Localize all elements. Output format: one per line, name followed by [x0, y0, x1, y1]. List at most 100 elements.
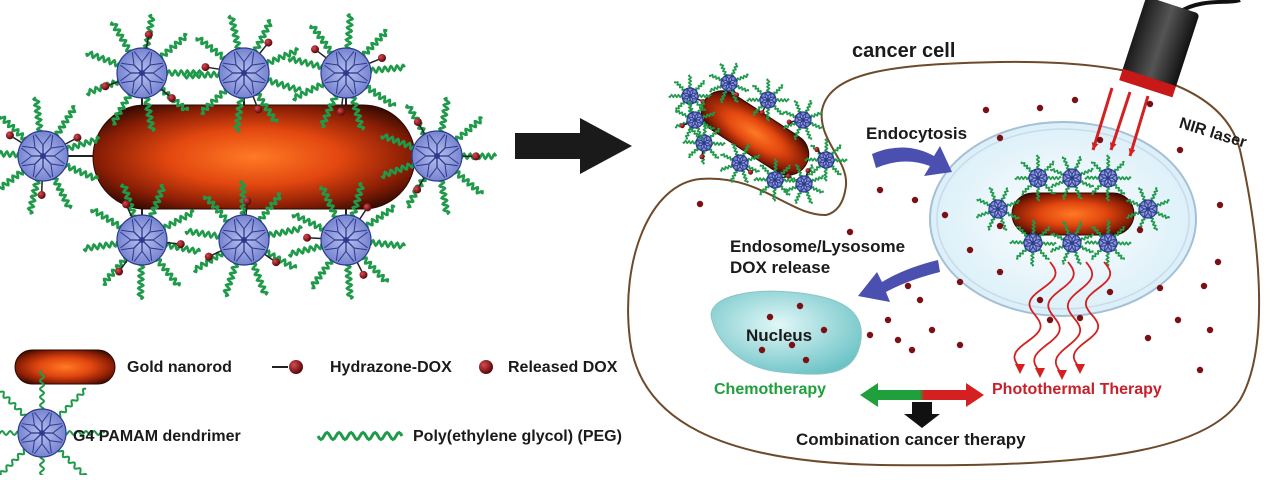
peg-chain: [747, 99, 761, 102]
dox-molecule: [472, 152, 480, 160]
pamam-dendrimer: [683, 122, 725, 164]
released-dox-dot: [1175, 317, 1181, 323]
dendrimer-branch: [1030, 175, 1035, 176]
dendrimer-core: [803, 183, 805, 185]
photothermal-label: Photothermal Therapy: [992, 381, 1162, 399]
dendrimer-branch: [1111, 181, 1116, 182]
released-dox-dot: [957, 342, 963, 348]
dendrimer-branch: [1001, 212, 1002, 217]
peg-chain: [57, 448, 86, 475]
dendrimer-core: [40, 153, 46, 159]
dendrimer-branch: [1025, 246, 1030, 247]
peg-chain: [824, 167, 827, 181]
peg-chain: [736, 86, 749, 92]
dendrimer-branch: [707, 146, 711, 147]
peg-chain: [318, 433, 402, 440]
dox-molecule: [748, 170, 753, 175]
peg-chain: [162, 211, 194, 231]
dendrimer-branch: [683, 93, 687, 94]
peg-chain: [675, 101, 685, 111]
dendrimer-branch: [1100, 240, 1105, 241]
peg-chain: [440, 98, 450, 134]
dox-molecule: [38, 191, 46, 199]
dendrimer-branch: [990, 206, 995, 207]
released-dox-dot: [912, 197, 918, 203]
dendrimer-branch: [1111, 170, 1112, 175]
released-dox-dot: [905, 283, 911, 289]
dendrimer-branch: [806, 123, 810, 124]
dox-molecule: [805, 168, 810, 173]
dendrimer-branch: [701, 146, 702, 150]
released-dox-dot: [759, 347, 765, 353]
released-dox-dot: [997, 135, 1003, 141]
nanorod-dendrimer-conjugate: [0, 14, 496, 299]
released-dox-dot: [909, 347, 915, 353]
released-dox-dot: [885, 317, 891, 323]
dendrimer-branch: [1035, 170, 1036, 175]
peg-chain: [710, 75, 723, 81]
released-dox-dot: [1217, 202, 1223, 208]
peg-chain: [731, 170, 737, 183]
peg-chain: [742, 170, 748, 183]
dendrimer-core: [343, 237, 349, 243]
dendrimer-branch: [768, 177, 772, 178]
dox-molecule: [272, 258, 280, 266]
dendrimer-branch: [1105, 181, 1106, 186]
peg-chain: [695, 81, 705, 91]
dendrimer-branch: [732, 86, 736, 87]
dendrimer-core: [343, 70, 349, 76]
released-dox-dot: [877, 187, 883, 193]
dendrimer-branch: [800, 123, 801, 127]
legend-pamam-label: G4 PAMAM dendrimer: [73, 428, 241, 446]
dendrimer-branch: [778, 183, 779, 187]
peg-chain: [675, 81, 685, 91]
released-dox-dot: [997, 223, 1003, 229]
dox-molecule: [201, 63, 209, 71]
peg-chain: [0, 169, 25, 193]
dendrimer-branch: [726, 76, 727, 80]
dendrimer-branch: [1151, 201, 1152, 206]
dendrimer-core: [694, 119, 696, 121]
dendrimer-branch: [765, 103, 766, 107]
combination-therapy-label: Combination cancer therapy: [796, 430, 1026, 450]
released-dox-dot: [847, 229, 853, 235]
dox-molecule: [786, 174, 791, 179]
peg-chain: [229, 16, 241, 52]
dendrimer-branch: [743, 166, 744, 170]
dendrimer-core: [689, 95, 691, 97]
conjugate-entering-cell: [669, 64, 847, 204]
dendrimer-core: [1071, 177, 1073, 179]
released-dox-dot: [1047, 317, 1053, 323]
dox-molecule: [264, 39, 272, 47]
pamam-dendrimer: [0, 371, 104, 475]
released-dox-dot: [957, 279, 963, 285]
dendrimer-branch: [688, 123, 692, 124]
dendrimer-branch: [1105, 246, 1106, 251]
peg-chain: [683, 141, 697, 144]
released-dox-dot: [821, 327, 827, 333]
dendrimer-core: [767, 99, 769, 101]
released-dox-dot: [797, 303, 803, 309]
peg-chain: [736, 74, 749, 81]
dendrimer-branch: [819, 157, 823, 158]
dendrimer-branch: [1001, 212, 1006, 213]
peg-chain: [773, 85, 783, 95]
dendrimer-branch: [797, 181, 801, 182]
peg-chain: [0, 448, 27, 475]
peg-chain: [265, 79, 300, 92]
dendrimer-branch: [829, 157, 833, 158]
peg-chain: [103, 256, 127, 284]
gold-nanorod: [1012, 193, 1134, 235]
dendrimer-branch: [1145, 201, 1146, 206]
dendrimer-branch: [1035, 181, 1036, 186]
dendrimer-branch: [801, 177, 802, 181]
peg-chain: [1107, 186, 1110, 201]
released-dox-dot: [1107, 289, 1113, 295]
dendrimer-branch: [829, 163, 830, 167]
pamam-dendrimer: [1085, 155, 1131, 201]
dendrimer-branch: [778, 177, 782, 178]
dendrimer-branch: [1111, 246, 1116, 247]
peg-chain: [795, 100, 802, 113]
peg-chain: [364, 86, 395, 107]
